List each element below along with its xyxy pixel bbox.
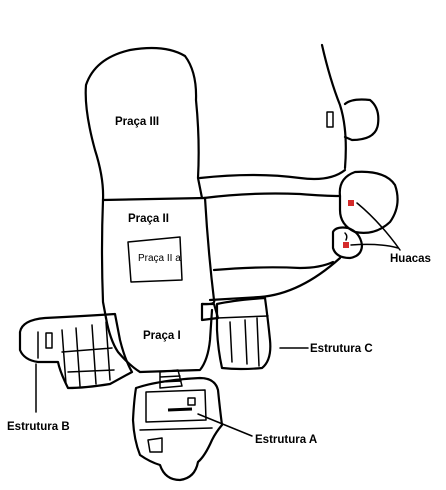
- estrutura-a-bar: [167, 407, 193, 412]
- estrutura-a-inner-room: [139, 389, 213, 453]
- northeast-small-rect: [326, 111, 334, 128]
- estrutura-c-inner-lines: [216, 315, 269, 367]
- label-praca-i: Praça I: [143, 330, 181, 342]
- label-praca-iii: Praça III: [115, 116, 159, 128]
- east-corridor-lower: [208, 256, 342, 302]
- estrutura-a-leader: [197, 413, 253, 437]
- east-corridor-upper: [198, 168, 347, 200]
- praca-i-top-step: [200, 302, 220, 322]
- label-huacas: Huacas: [390, 253, 431, 265]
- estrutura-a-outline: [131, 376, 224, 482]
- label-estrutura-a: Estrutura A: [255, 434, 317, 446]
- huacas-leader-lines: [350, 202, 401, 251]
- huaca-marker-upper: [348, 200, 354, 206]
- estrutura-b-outline: [18, 312, 134, 390]
- praca-iii-outline: [84, 46, 204, 202]
- huaca-marker-lower: [343, 242, 349, 248]
- label-praca-iia: Praça II a: [138, 253, 181, 264]
- label-estrutura-b: Estrutura B: [7, 421, 70, 433]
- estrutura-b-inner-walls: [37, 321, 115, 387]
- huaca-lower-inner-mark: [344, 232, 348, 241]
- northeast-wall: [320, 43, 347, 170]
- label-estrutura-c: Estrutura C: [310, 343, 373, 355]
- estrutura-c-outline: [215, 296, 272, 371]
- praca-iia-square: [127, 236, 183, 283]
- label-praca-ii: Praça II: [128, 213, 169, 225]
- estrutura-a-small-square: [187, 397, 196, 406]
- praca-i-outline: [104, 308, 214, 374]
- praca-divider-upper: [101, 196, 207, 202]
- northeast-room: [343, 98, 380, 142]
